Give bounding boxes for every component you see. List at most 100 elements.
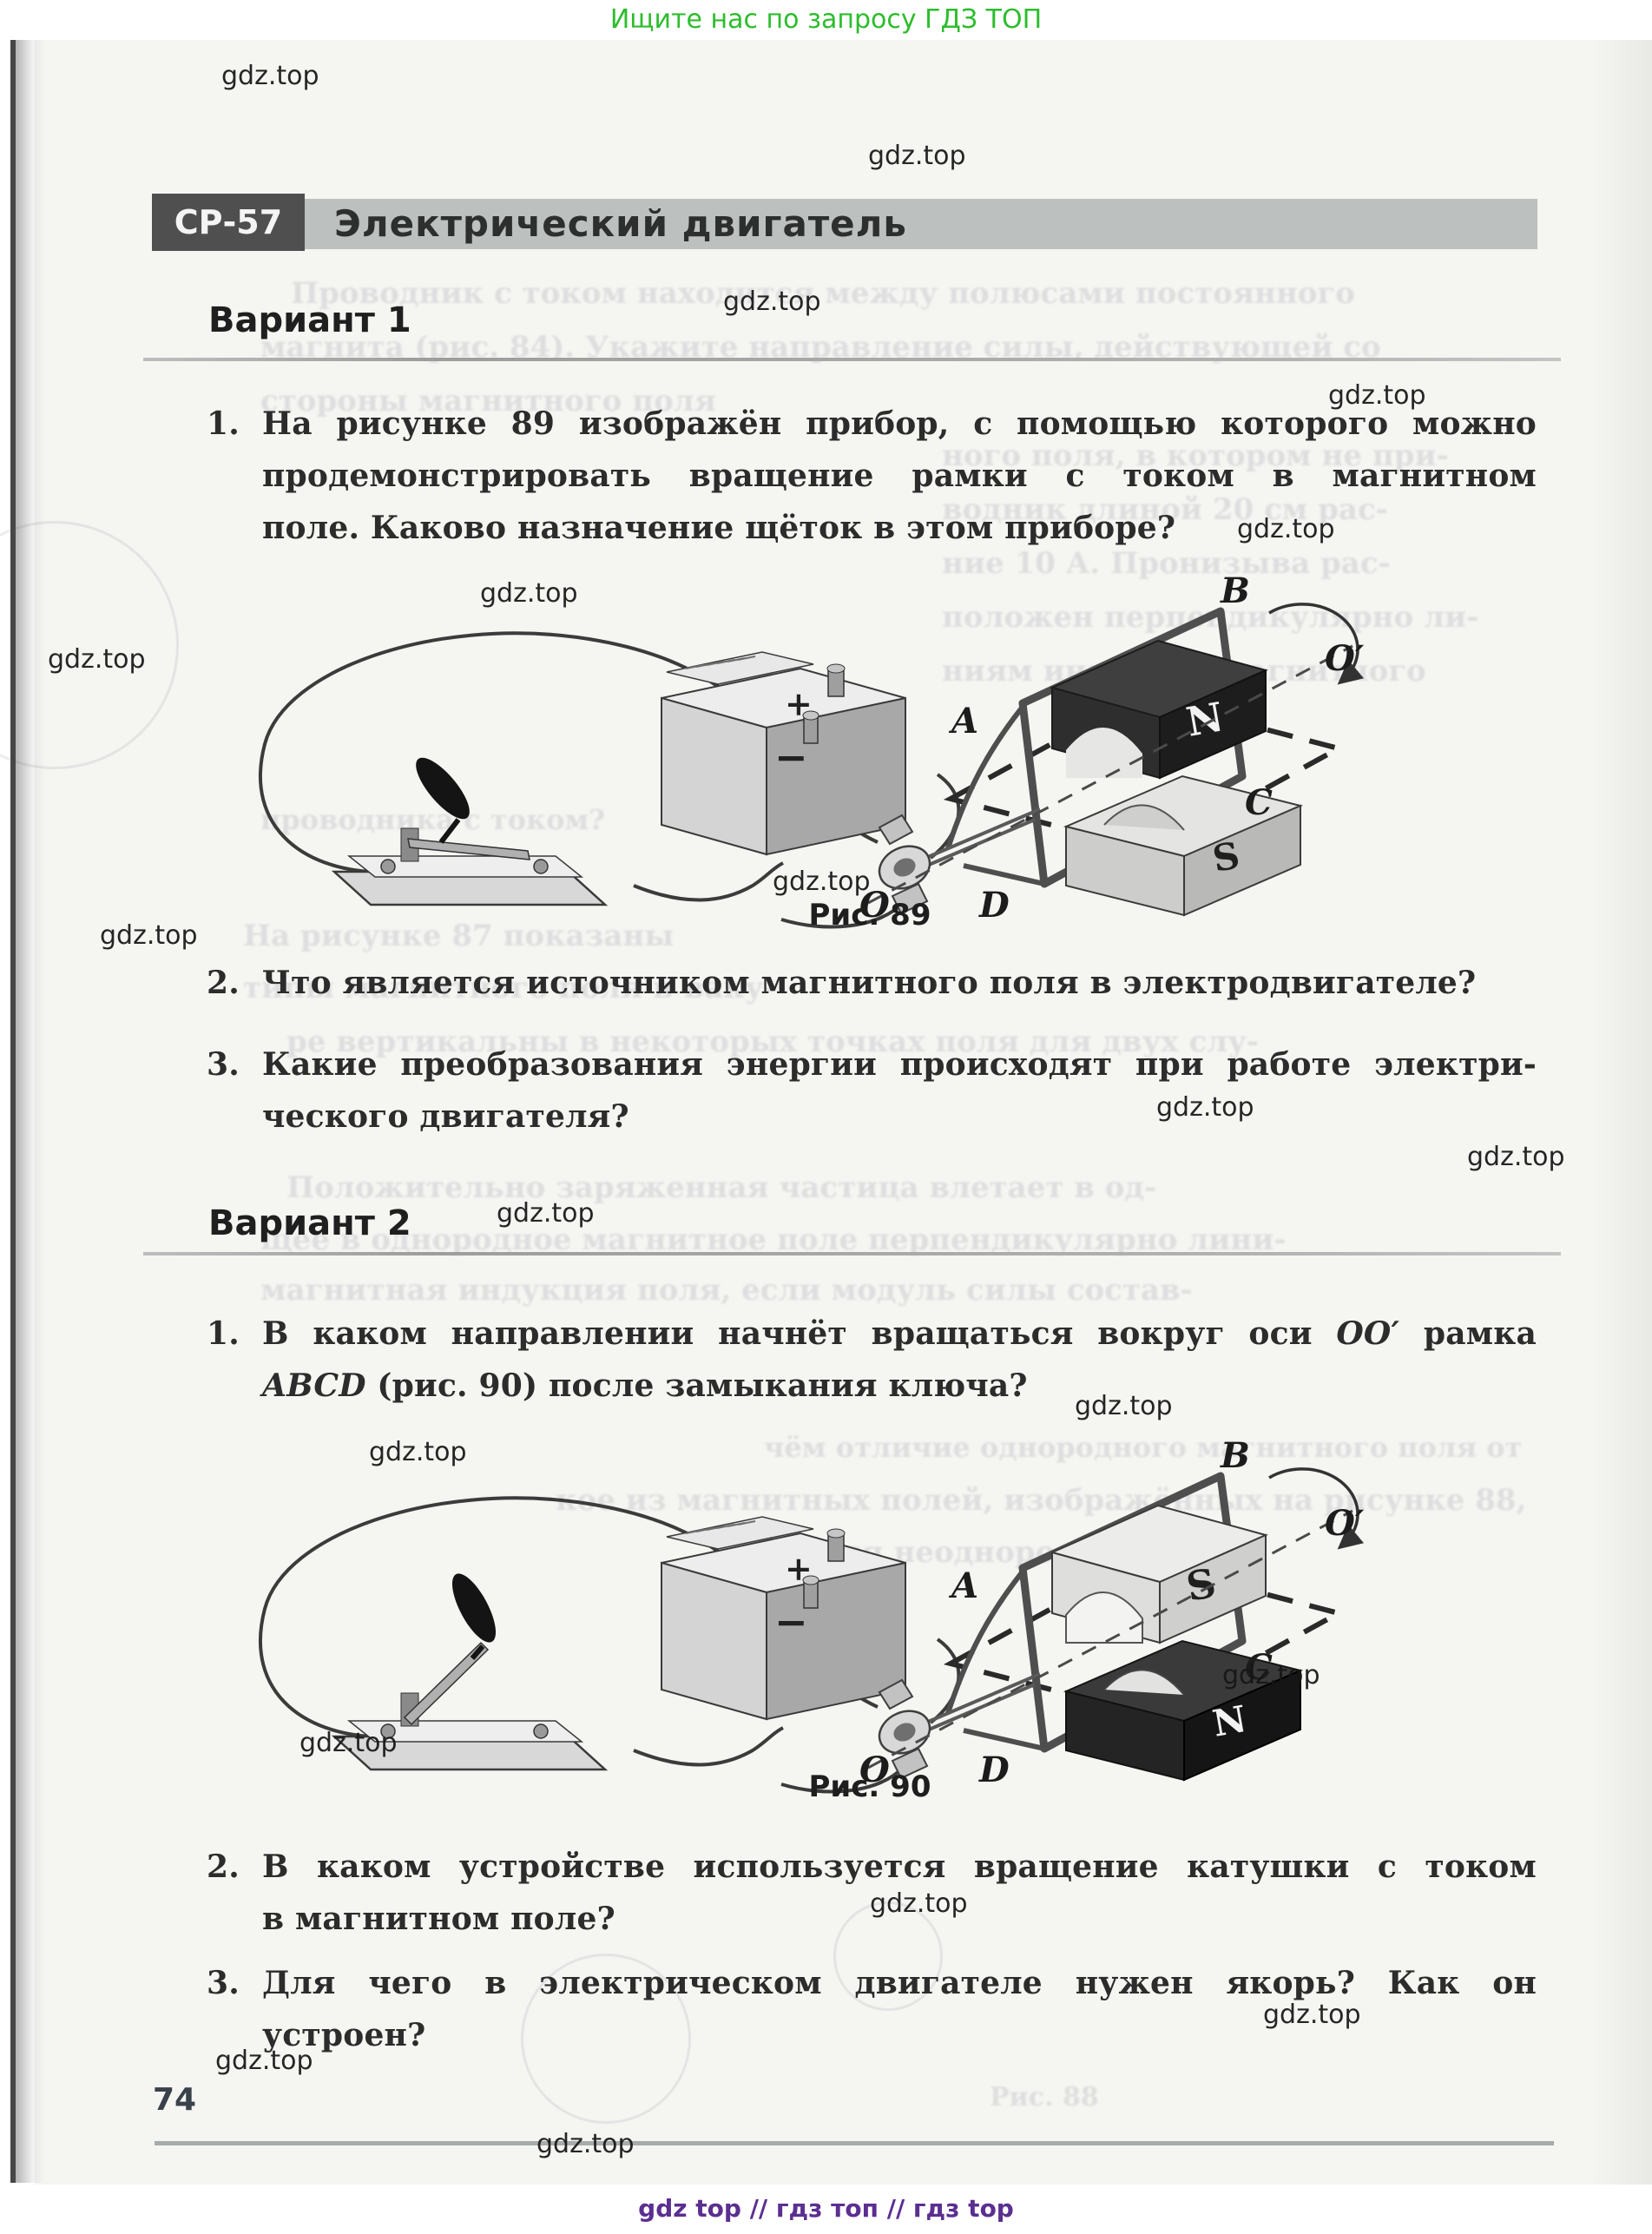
question-v1-1: 1. На рисунке 89 изображён прибор, с пом… xyxy=(207,398,1537,554)
watermark-gdz: gdz.top xyxy=(1328,380,1426,411)
figure-90: + − S N A B C D O O′ xyxy=(259,1435,1365,1794)
label-o-prime: O′ xyxy=(1325,1503,1365,1544)
watermark-gdz: gdz.top xyxy=(299,1728,398,1758)
question-v1-2: 2. Что является источником магнитного по… xyxy=(207,957,1537,1009)
watermark-gdz: gdz.top xyxy=(1263,2000,1361,2030)
watermark-gdz: gdz.top xyxy=(215,2046,313,2076)
question-number: 3. xyxy=(207,1965,240,2001)
label-a: A xyxy=(948,1565,978,1606)
question-text: рамка xyxy=(1399,1315,1537,1352)
label-c: C xyxy=(1245,782,1273,823)
question-number: 1. xyxy=(207,1315,240,1352)
watermark-gdz: gdz.top xyxy=(480,578,578,609)
question-line: На рисунке 89 изображён прибор, с помощь… xyxy=(262,405,1537,442)
axis-name-italic: OO′ xyxy=(1336,1315,1400,1352)
watermark-gdz: gdz.top xyxy=(369,1437,467,1467)
question-text: (рис. 90) после замыкания ключа? xyxy=(365,1367,1028,1404)
question-line: ческого двигателя? xyxy=(262,1098,629,1135)
label-o-prime: O′ xyxy=(1325,638,1365,679)
magnet-n: N xyxy=(1063,1639,1304,1782)
question-v2-3: 3. Для чего в электрическом двигателе ну… xyxy=(207,1957,1537,2061)
question-line: устроен? xyxy=(262,2017,426,2053)
promo-banner-top: Ищите нас по запросу ГДЗ ТОП xyxy=(609,4,1043,35)
variant1-heading: Вариант 1 xyxy=(208,300,411,340)
watermark-gdz: gdz.top xyxy=(1075,1391,1173,1421)
question-line: поле. Каково назначение щёток в этом при… xyxy=(262,510,1176,546)
axis-line xyxy=(867,644,1353,905)
footer-rule xyxy=(155,2141,1554,2145)
question-v2-2: 2. В каком устройстве используется враще… xyxy=(207,1841,1537,1945)
ghost-circle xyxy=(833,1901,943,2011)
scan-margin-top xyxy=(0,0,1652,40)
rotation-arrow-icon xyxy=(1268,603,1365,685)
question-number: 3. xyxy=(207,1046,240,1083)
question-text: В каком направлении начнёт вращаться вок… xyxy=(262,1315,1337,1352)
ghost-text: стороны магнитного поля xyxy=(260,384,716,418)
label-a: A xyxy=(948,701,978,741)
axis-line xyxy=(867,1509,1353,1769)
scan-margin-bottom xyxy=(0,2185,1652,2234)
question-line: В каком направлении начнёт вращаться вок… xyxy=(262,1308,1537,1360)
watermark-gdz: gdz.top xyxy=(870,1888,968,1919)
header-code: СР-57 xyxy=(152,194,305,251)
frame-name-italic: ABCD xyxy=(262,1367,366,1404)
question-v1-3: 3. Какие преобразования энергии происход… xyxy=(207,1038,1537,1143)
watermark-gdz: gdz.top xyxy=(48,644,146,675)
watermark-gdz: gdz.top xyxy=(536,2129,635,2159)
question-line: в магнитном поле? xyxy=(262,1901,615,1937)
ghost-text: На рисунке 87 показаны xyxy=(243,919,675,953)
magnet-s: S xyxy=(1063,774,1304,917)
rotation-arrow-icon xyxy=(1268,1467,1365,1550)
battery-minus-label: − xyxy=(774,1598,808,1645)
question-line: Что является источником магнитного поля … xyxy=(262,965,1477,1001)
battery-plus-label: + xyxy=(785,1549,813,1588)
magnet-n-label: N xyxy=(1183,693,1227,745)
switch-key-open xyxy=(331,1573,609,1771)
label-b: B xyxy=(1220,570,1250,611)
watermark-gdz: gdz.top xyxy=(868,141,966,171)
question-line: ABCD (рис. 90) после замыкания ключа? xyxy=(262,1360,1537,1412)
watermark-gdz: gdz.top xyxy=(1156,1092,1254,1123)
question-number: 2. xyxy=(207,1848,240,1885)
ghost-text: ние 10 А. Пронизыва рас- xyxy=(942,546,1391,581)
watermark-gdz: gdz.top xyxy=(221,61,319,91)
watermark-gdz: gdz.top xyxy=(1237,514,1335,544)
figure-89: + − N S A B C D O O′ xyxy=(259,570,1365,929)
question-line: Для чего в электрическом двигателе нужен… xyxy=(262,1965,1537,2001)
watermark-gdz: gdz.top xyxy=(723,287,821,317)
magnet-s: S xyxy=(1050,1504,1268,1644)
ghost-circle xyxy=(521,1954,691,2124)
watermark-gdz: gdz.top xyxy=(773,867,871,897)
watermark-gdz: gdz.top xyxy=(497,1198,595,1229)
ghost-text: магнитная индукция поля, если модуль сил… xyxy=(260,1273,1193,1308)
ghost-text: чём отличие однородного магнитного поля … xyxy=(764,1431,1528,1464)
watermark-gdz: gdz.top xyxy=(1222,1660,1320,1690)
header-banner xyxy=(152,199,1537,249)
promo-banner-bottom: gdz top // гдз топ // гдз top xyxy=(638,2194,1014,2223)
magnet-n-label: N xyxy=(1209,1697,1249,1745)
scan-shadow-right xyxy=(1589,40,1652,2185)
ghost-text: проводника с током? xyxy=(260,803,605,836)
label-c: C xyxy=(1245,1647,1273,1688)
question-v2-1: 1. В каком направлении начнёт вращаться … xyxy=(207,1308,1537,1412)
magnet-n: N xyxy=(1050,639,1268,780)
question-line: Какие преобразования энергии происходят … xyxy=(262,1046,1537,1083)
question-line: продемонстрировать вращение рамки с токо… xyxy=(262,458,1537,494)
label-d: D xyxy=(978,885,1010,926)
variant2-heading: Вариант 2 xyxy=(208,1203,411,1243)
question-number: 1. xyxy=(207,405,240,442)
ghost-text: кое из магнитных полей, изображённых на … xyxy=(556,1483,1528,1518)
page-title: Электрический двигатель xyxy=(334,202,907,245)
watermark-gdz: gdz.top xyxy=(100,920,198,951)
section-rule xyxy=(143,358,1561,361)
section-rule xyxy=(143,1252,1561,1255)
label-d: D xyxy=(978,1750,1010,1790)
page-number: 74 xyxy=(153,2082,197,2118)
label-o: O xyxy=(859,1750,890,1790)
battery: + − xyxy=(661,1516,906,1721)
ghost-text: щее в однородное магнитное поле перпенди… xyxy=(260,1222,1287,1257)
ghost-text: водник длиной 20 см рас- xyxy=(942,492,1388,527)
ghost-text: Рис. 88 xyxy=(990,2082,1099,2112)
figure-90-caption: Рис. 90 xyxy=(808,1769,931,1804)
